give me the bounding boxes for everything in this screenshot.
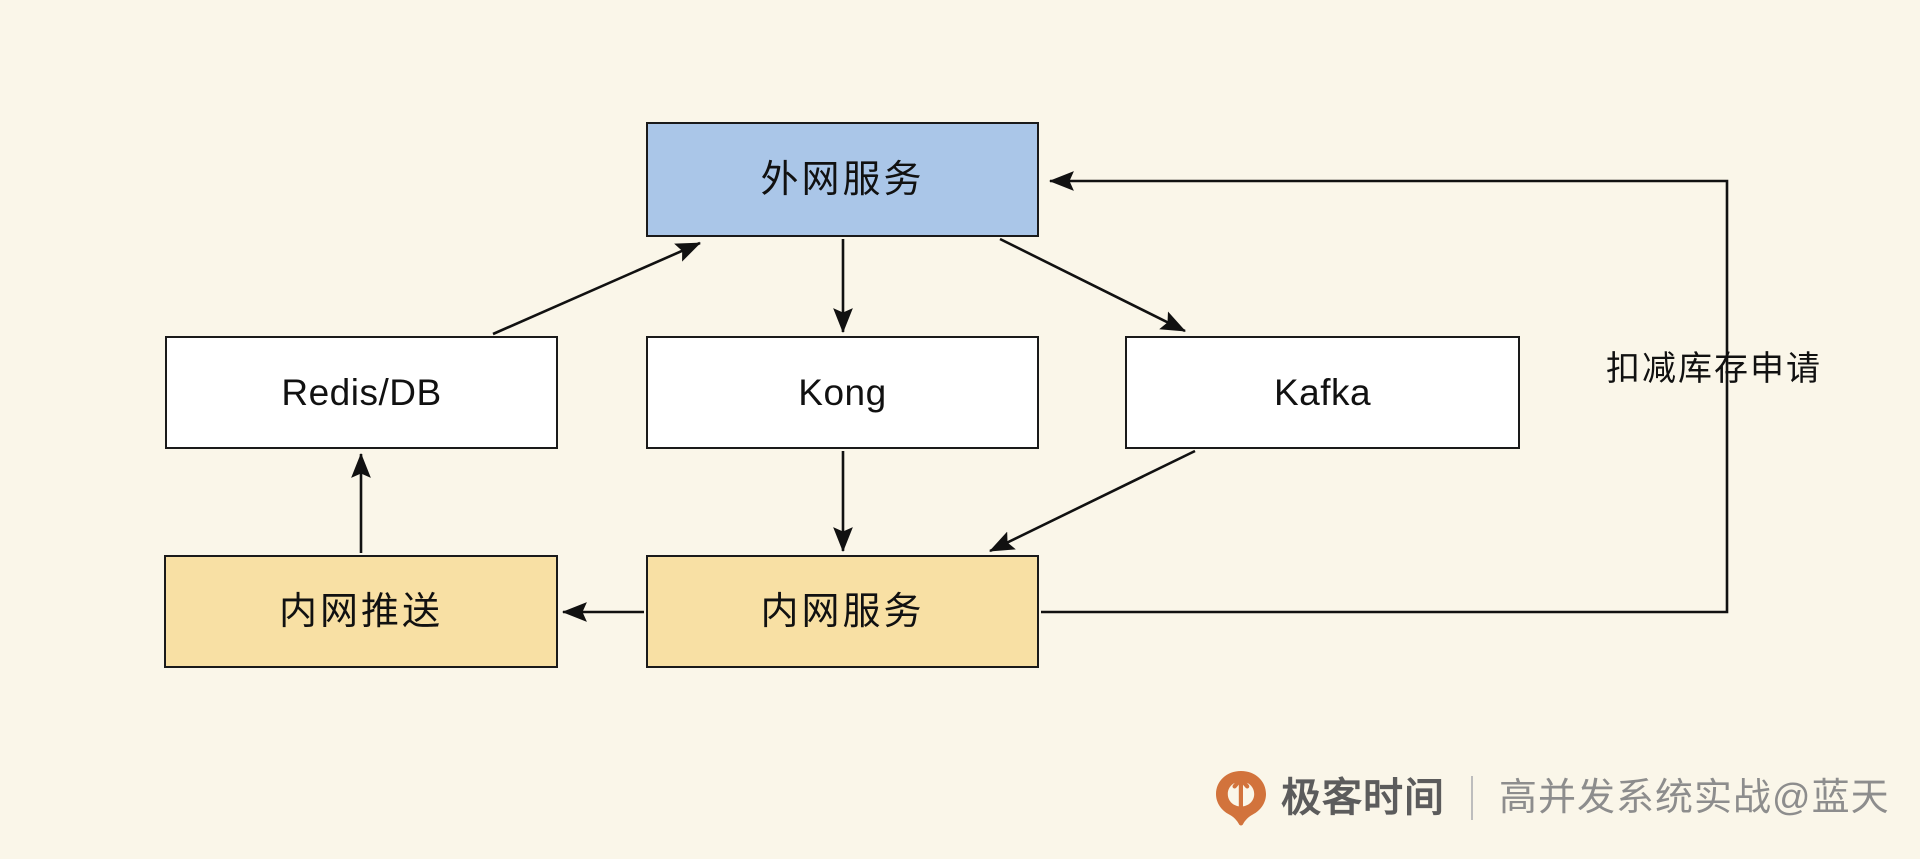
node-kafka[interactable]: Kafka	[1125, 336, 1520, 449]
node-redis-db[interactable]: Redis/DB	[165, 336, 558, 449]
node-redis-db-label: Redis/DB	[281, 372, 442, 413]
node-internal-push-label: 内网推送	[278, 590, 443, 633]
edge-redis-db-to-external-service	[492, 241, 701, 336]
node-internal-push[interactable]: 内网推送	[164, 555, 558, 668]
geekbang-logo-icon	[1216, 771, 1266, 826]
node-kafka-label: Kafka	[1273, 372, 1372, 413]
node-external-service-label: 外网服务	[760, 158, 925, 201]
node-internal-service-label: 内网服务	[760, 590, 925, 633]
watermark-brand: 极客时间	[1281, 776, 1445, 820]
watermark-separator	[1471, 776, 1473, 820]
edge-kafka-to-internal-service	[989, 449, 1196, 553]
node-internal-service[interactable]: 内网服务	[646, 555, 1039, 668]
watermark-course: 高并发系统实战@蓝天	[1499, 777, 1890, 819]
edge-external-service-to-kafka	[999, 237, 1186, 333]
edge-label-deduct-stock-request: 扣减库存申请	[1606, 350, 1822, 388]
node-kong-label: Kong	[798, 372, 887, 413]
watermark: 极客时间 高并发系统实战@蓝天	[1213, 762, 1890, 834]
node-external-service[interactable]: 外网服务	[646, 122, 1039, 237]
node-kong[interactable]: Kong	[646, 336, 1039, 449]
